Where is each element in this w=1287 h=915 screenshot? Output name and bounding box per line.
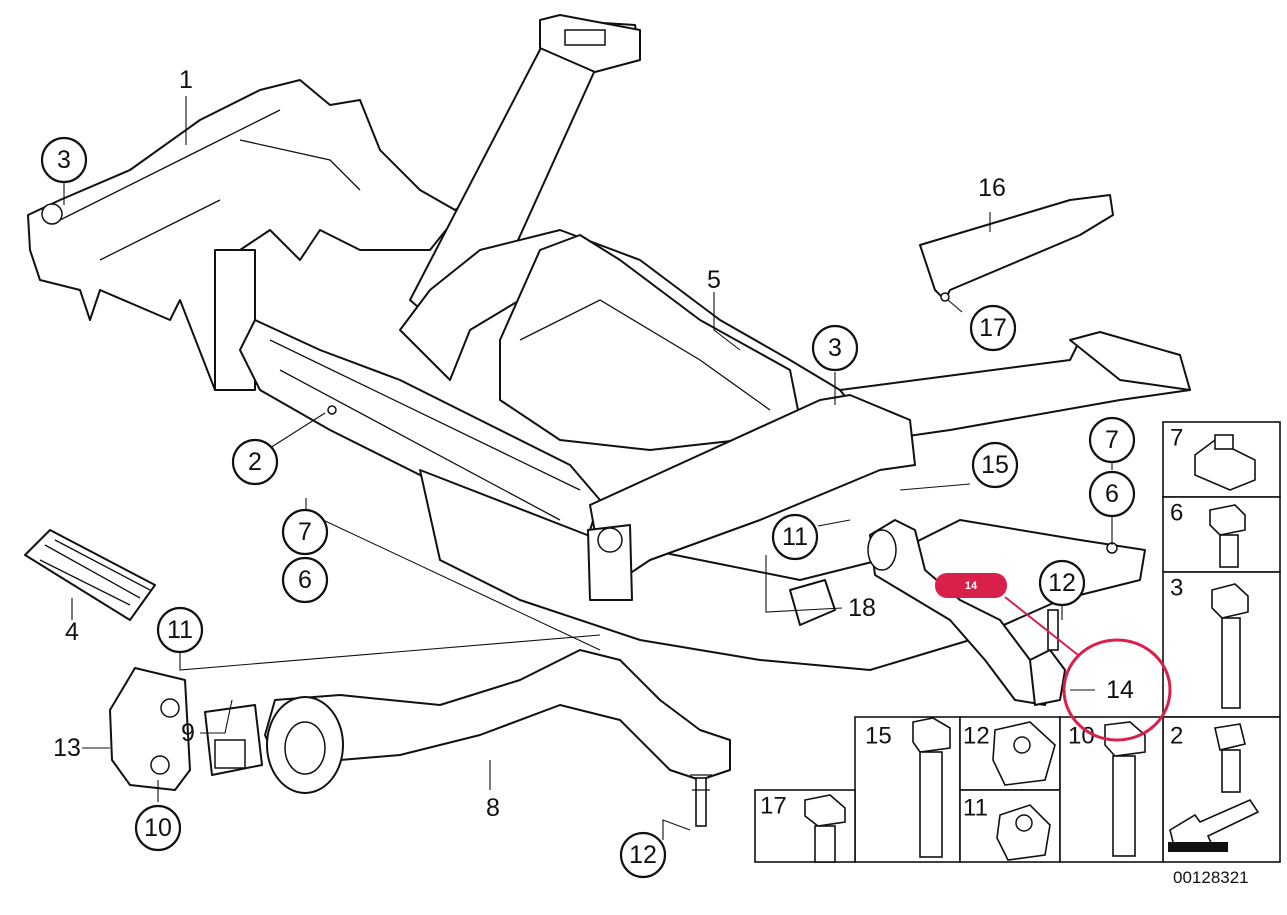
highlight-annotation: 14 bbox=[935, 573, 1172, 742]
left-frame-bracket bbox=[27, 79, 471, 391]
callout-label: 6 bbox=[1105, 480, 1119, 508]
fastener-label-17: 17 bbox=[760, 793, 787, 820]
callout-10: 10 bbox=[134, 804, 182, 852]
callout-12: 12 bbox=[1038, 559, 1086, 607]
fastener-label-11: 11 bbox=[963, 795, 988, 822]
callout-label: 17 bbox=[979, 314, 1007, 342]
callout-2: 2 bbox=[231, 438, 279, 486]
callout-7: 7 bbox=[1088, 416, 1136, 464]
fastener-grid bbox=[754, 421, 1281, 863]
callout-label: 12 bbox=[629, 841, 657, 869]
callout-11: 11 bbox=[156, 606, 204, 654]
fastener-label-12: 12 bbox=[963, 723, 990, 750]
callout-17: 17 bbox=[969, 304, 1017, 352]
callout-6: 6 bbox=[281, 556, 329, 604]
center-plate bbox=[499, 234, 801, 451]
callout-label: 7 bbox=[1105, 426, 1119, 454]
cover-4 bbox=[24, 529, 156, 621]
fastener-label-2: 2 bbox=[1170, 723, 1183, 750]
callout-label: 10 bbox=[144, 814, 172, 842]
bump-stop bbox=[789, 579, 836, 626]
part-label-1: 1 bbox=[179, 66, 193, 94]
highlight-badge-label: 14 bbox=[965, 580, 978, 592]
part-label-14: 14 bbox=[1106, 676, 1134, 704]
part-label-13: 13 bbox=[53, 734, 81, 762]
part-label-16: 16 bbox=[978, 174, 1006, 202]
callout-6: 6 bbox=[1088, 470, 1136, 518]
part-label-8: 8 bbox=[486, 794, 500, 822]
callout-7: 7 bbox=[281, 508, 329, 556]
callout-label: 7 bbox=[298, 518, 312, 546]
fastener-label-6: 6 bbox=[1170, 500, 1183, 527]
reference-number: 00128321 bbox=[1173, 868, 1249, 887]
callout-label: 3 bbox=[828, 334, 842, 362]
bracket-13 bbox=[109, 667, 191, 791]
subframe-assembly bbox=[27, 14, 1191, 706]
fastener-label-15: 15 bbox=[865, 723, 892, 750]
part-label-5: 5 bbox=[707, 266, 721, 294]
callout-3: 3 bbox=[40, 136, 88, 184]
fastener-label-3: 3 bbox=[1170, 575, 1183, 602]
callout-12: 12 bbox=[619, 831, 667, 879]
highlight-badge[interactable] bbox=[935, 573, 1007, 598]
callout-label: 11 bbox=[782, 523, 808, 551]
highlight-ring bbox=[1062, 638, 1172, 742]
brace-16 bbox=[919, 194, 1114, 301]
callout-label: 12 bbox=[1048, 569, 1076, 597]
callout-label: 3 bbox=[57, 146, 71, 174]
callout-15: 15 bbox=[971, 441, 1019, 489]
callout-label: 2 bbox=[248, 448, 262, 476]
part-label-18: 18 bbox=[848, 594, 876, 622]
callout-label: 15 bbox=[981, 451, 1009, 479]
right-top-mount bbox=[1069, 331, 1191, 391]
fastener-label-7: 7 bbox=[1170, 425, 1183, 452]
part-label-9: 9 bbox=[181, 719, 195, 747]
callouts: 3276311157612171110121516418913814763215… bbox=[40, 66, 1183, 879]
part-label-4: 4 bbox=[65, 618, 79, 646]
callout-11: 11 bbox=[771, 513, 819, 561]
callout-label: 6 bbox=[298, 566, 312, 594]
callout-label: 11 bbox=[167, 616, 193, 644]
callout-3: 3 bbox=[811, 324, 859, 372]
